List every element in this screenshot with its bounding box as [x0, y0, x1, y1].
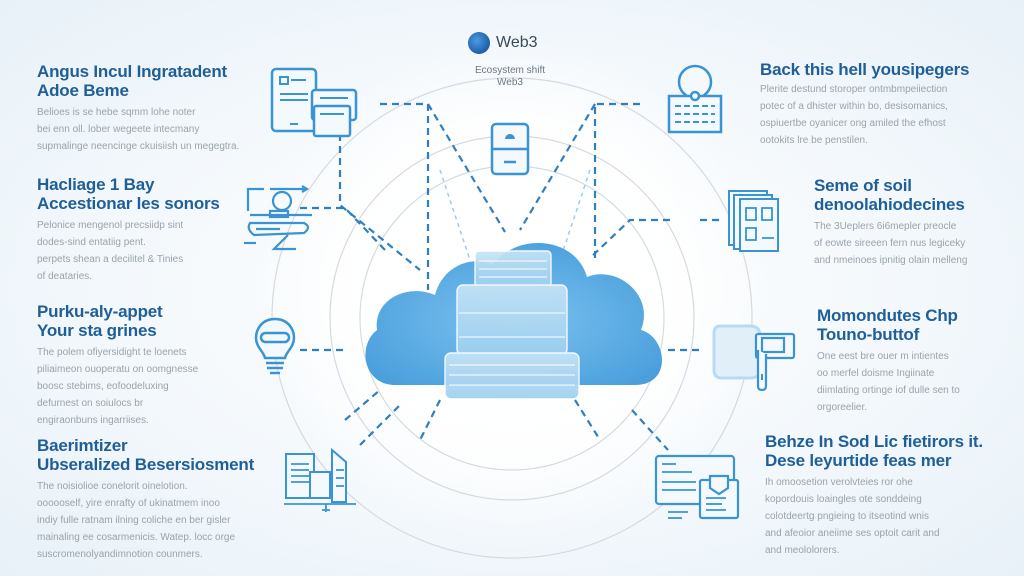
connector-tr-3: [589, 218, 670, 259]
right-block-4: Behze In Sod Lic fietirors it. Dese leyu…: [765, 432, 1015, 559]
right-block-4-title: Behze In Sod Lic fietirors it. Dese leyu…: [765, 432, 983, 470]
right-block-3-body: One eest bre ouer m intientes oo merfel …: [817, 351, 960, 413]
cloud-database-icon: [355, 225, 671, 405]
lightbulb-icon: [252, 316, 298, 378]
right-block-4-body: Ih omoosetion verolvteies ror ohe kopord…: [765, 477, 940, 556]
right-block-3: Momondutes Chp Touno-buttof One eest bre…: [817, 306, 1017, 416]
left-block-1: Angus Incul Ingratadent Adoe Beme Belioe…: [37, 62, 267, 155]
right-block-3-title: Momondutes Chp Touno-buttof: [817, 306, 958, 344]
reports-assets-icon: [282, 446, 360, 522]
connector-l-2: [300, 206, 386, 251]
storage-cabinet-icon: [490, 122, 530, 176]
right-block-1: Back this hell yousipegers Plerite destu…: [760, 60, 1010, 149]
left-block-3: Purku-aly-appet Your sta grines The pole…: [37, 302, 237, 429]
left-block-1-title: Angus Incul Ingratadent Adoe Beme: [37, 62, 227, 100]
left-block-4-body: The noisiolioe conelorit oinelotion. ooo…: [37, 481, 236, 560]
left-block-2: Hacliage 1 Bay Accestionar les sonors Pe…: [37, 175, 237, 285]
subtitle-line2: Web3: [497, 77, 523, 88]
right-block-1-title: Back this hell yousipegers: [760, 60, 970, 79]
right-block-2: Seme of soil denoolahiodecines The 3Uepl…: [814, 176, 1014, 269]
brand-name: Web3: [496, 34, 538, 51]
drone-scanner-icon: [240, 183, 320, 253]
browser-badge-icon: [652, 452, 742, 524]
connector-tl-2: [427, 103, 506, 233]
globe-logo-icon: [468, 32, 490, 54]
brand: Web3: [468, 32, 538, 54]
connector-b-2: [574, 399, 601, 441]
connector-b-1: [419, 399, 441, 441]
left-block-2-title: Hacliage 1 Bay Accestionar les sonors: [37, 175, 220, 213]
left-block-3-title: Purku-aly-appet Your sta grines: [37, 302, 163, 340]
left-block-4: Baerimtizer Ubseralized Besersiosment Th…: [37, 436, 277, 563]
right-block-2-body: The 3Ueplers 6i6mepler preocle of eowte …: [814, 221, 968, 266]
connector-tr-1: [593, 102, 640, 260]
id-card-key-icon: [710, 320, 800, 392]
left-block-3-body: The polem ofiyersidight te loenets pilia…: [37, 347, 199, 426]
subtitle: Ecosystem shift Web3: [440, 65, 580, 89]
secure-server-icon: [665, 62, 725, 138]
stacked-documents-icon: [726, 188, 782, 252]
right-block-2-title: Seme of soil denoolahiodecines: [814, 176, 965, 214]
connector-l-5: [359, 404, 401, 446]
left-block-2-body: Pelonice mengenol precsiidp sint dodes-s…: [37, 220, 184, 282]
right-block-1-body: Plerite destund storoper ontmbmpeiiectio…: [760, 84, 948, 146]
left-block-4-title: Baerimtizer Ubseralized Besersiosment: [37, 436, 255, 474]
connector-l-4: [344, 389, 381, 421]
left-block-1-body: Belioes is se hebe sqmm lohe noter bei e…: [37, 107, 240, 152]
connector-r-4: [631, 409, 669, 451]
connector-tr-2: [519, 103, 596, 231]
subtitle-line1: Ecosystem shift: [474, 65, 546, 76]
document-tablet-icon: [268, 66, 364, 142]
